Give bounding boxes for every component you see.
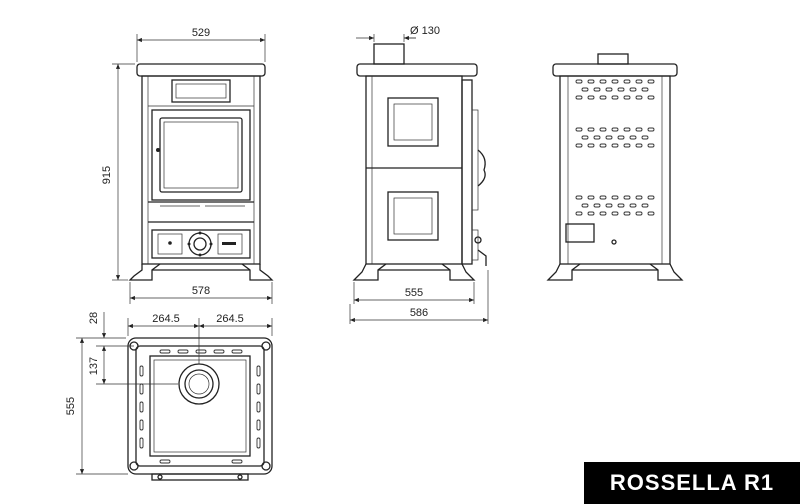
rear-view xyxy=(546,53,684,281)
dim-plan-half-left: 264.5 xyxy=(152,313,180,325)
dim-front-base-width: 578 xyxy=(192,285,210,297)
dim-plan-half-right: 264.5 xyxy=(216,313,244,325)
front-view xyxy=(128,63,274,281)
model-title: ROSSELLA R1 xyxy=(609,470,775,495)
front-dimensions: 529 915 578 xyxy=(101,27,273,304)
dim-side-depth: 555 xyxy=(405,287,423,299)
rear-vent-holes xyxy=(575,79,655,216)
dim-side-total-depth: 586 xyxy=(410,307,428,319)
plan-dimensions: 264.5 264.5 28 137 555 xyxy=(65,312,273,475)
dim-plan-offset-flue: 137 xyxy=(88,357,100,375)
dim-flue-diameter: Ø 130 xyxy=(410,25,440,37)
dim-plan-offset-top: 28 xyxy=(88,312,100,324)
plan-slots xyxy=(139,349,261,464)
dim-plan-depth: 555 xyxy=(65,397,77,415)
model-title-box: ROSSELLA R1 xyxy=(584,462,800,504)
side-dimensions: Ø 130 555 586 xyxy=(349,25,489,324)
dim-front-height: 915 xyxy=(101,166,113,184)
side-view xyxy=(352,43,487,281)
dim-front-top-width: 529 xyxy=(192,27,210,39)
plan-view xyxy=(127,337,273,481)
